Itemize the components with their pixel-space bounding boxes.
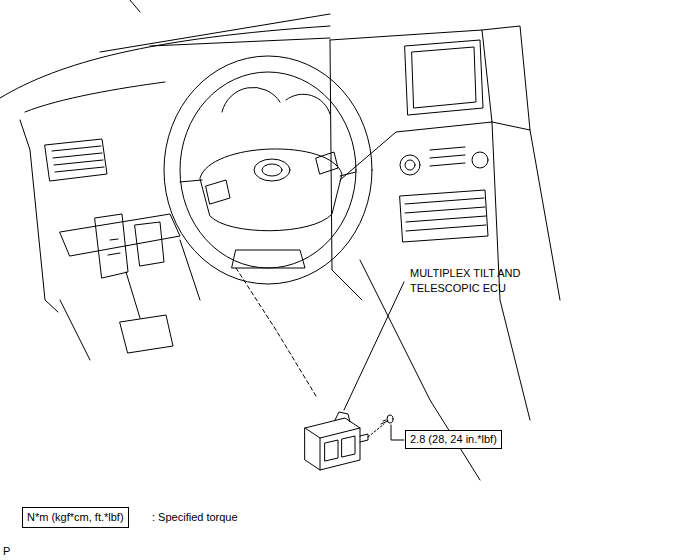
steering-wheel-rim <box>164 56 372 284</box>
left-vent <box>45 139 107 181</box>
knee-panel <box>60 214 180 256</box>
pedal-arm <box>126 272 140 318</box>
torque-text: N*m (kgf*cm, ft.*lbf) <box>27 511 124 524</box>
stack-side <box>482 26 560 300</box>
steering-switches <box>206 152 338 204</box>
brake-pedal <box>120 315 173 353</box>
part-name: MULTIPLEX TILT AND TELESCOPIC ECU <box>410 266 550 296</box>
torque-box: N*m (kgf*cm, ft.*lbf) <box>22 507 129 528</box>
ecu-body <box>305 418 360 470</box>
leader-line <box>344 282 404 410</box>
dash-top-lines <box>100 0 330 52</box>
page-code: P <box>3 544 10 559</box>
dash-left-side <box>20 120 58 312</box>
vent-slats <box>405 198 486 231</box>
steering-hub <box>200 149 342 231</box>
navigation-screen <box>412 47 476 108</box>
horn-emblem <box>254 159 290 181</box>
gauges <box>222 87 330 114</box>
navigation-screen <box>405 40 483 115</box>
steering-column-cover <box>232 250 305 268</box>
knob <box>405 160 415 170</box>
knob <box>472 152 488 168</box>
ecu-connector <box>325 436 355 461</box>
torque-text: 2.8 (28, 24 in.*lbf) <box>410 433 497 446</box>
torque-box: 2.8 (28, 24 in.*lbf) <box>405 430 502 449</box>
center-stack <box>330 30 492 180</box>
dash-top <box>0 26 330 98</box>
panel-lines <box>60 240 200 360</box>
vent-slats <box>52 146 104 172</box>
control-buttons <box>430 147 465 166</box>
knob <box>400 155 420 175</box>
location-line <box>236 268 316 396</box>
ecu-bracket <box>360 434 368 442</box>
dash-edge <box>25 82 165 112</box>
ecu-edges <box>305 428 360 470</box>
bolt-shank <box>381 420 388 424</box>
column-bracket <box>135 222 164 266</box>
bolt <box>387 415 393 423</box>
wheel-spokes <box>180 172 356 182</box>
center-vent <box>400 190 488 242</box>
bolt-line <box>368 424 384 437</box>
steering-wheel-rim-inner <box>180 72 356 268</box>
ecu-tab <box>335 412 350 422</box>
horn-emblem <box>262 164 282 176</box>
legend-text: : Specified torque <box>152 510 238 525</box>
column-bracket <box>95 214 128 278</box>
console-lines <box>330 40 530 480</box>
leader-line <box>391 425 404 440</box>
